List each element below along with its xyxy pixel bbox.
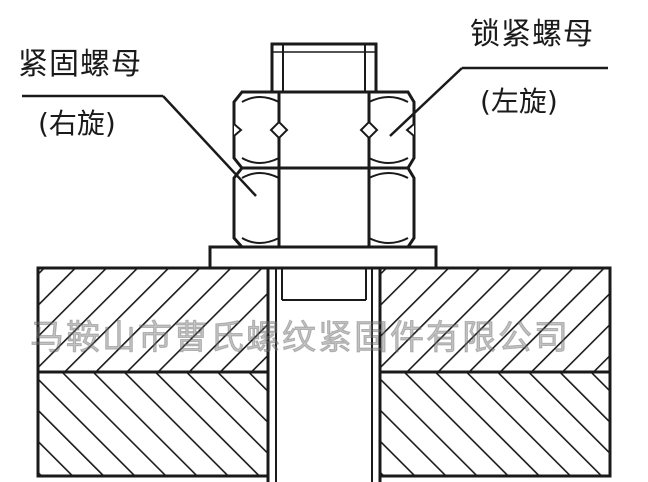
fixing-nut-label: 紧固螺母 bbox=[18, 47, 142, 82]
leader-fixing-nut bbox=[22, 94, 257, 197]
bolt-thread-tip bbox=[270, 42, 378, 94]
leader-lock-nut bbox=[389, 66, 608, 137]
washer bbox=[208, 245, 438, 270]
lock-nut-body bbox=[232, 90, 416, 170]
fixing-nut-direction-label: (右旋) bbox=[38, 107, 116, 140]
upper-plate bbox=[36, 266, 612, 374]
lock-nut-direction-label: (左旋) bbox=[480, 85, 558, 118]
bolt-shank bbox=[266, 268, 382, 482]
fixing-nut-body bbox=[232, 166, 416, 249]
lock-nut-label: 锁紧螺母 bbox=[470, 17, 594, 52]
